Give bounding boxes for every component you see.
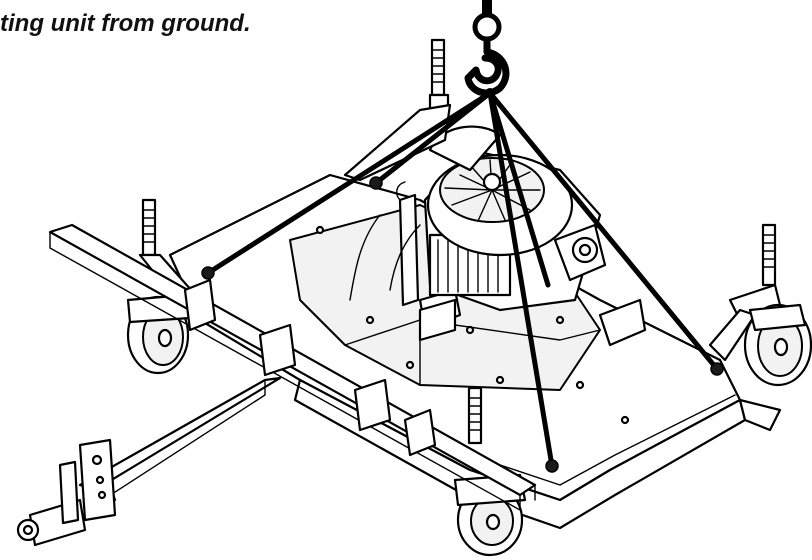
chain-to-right [487, 90, 720, 372]
instruction-caption: ting unit from ground. [0, 10, 251, 37]
lift-point-icon [545, 459, 559, 473]
caster-wheel-right [743, 303, 812, 387]
lifting-chains [205, 90, 720, 469]
chain-to-engine [487, 90, 551, 288]
lift-point-icon [201, 266, 215, 280]
chain-to-left-front [205, 90, 493, 276]
rear-left-post [343, 38, 452, 182]
chain-to-front [487, 90, 555, 469]
front-center-post [467, 386, 483, 445]
lift-point-icon [369, 176, 383, 190]
lift-point-icon [710, 362, 724, 376]
right-post [708, 223, 782, 362]
tow-frame [16, 223, 537, 547]
chain-to-left-rear [373, 90, 493, 186]
lifting-hook-icon [464, 0, 510, 98]
caster-wheel-left [126, 293, 192, 375]
engine [349, 125, 607, 342]
